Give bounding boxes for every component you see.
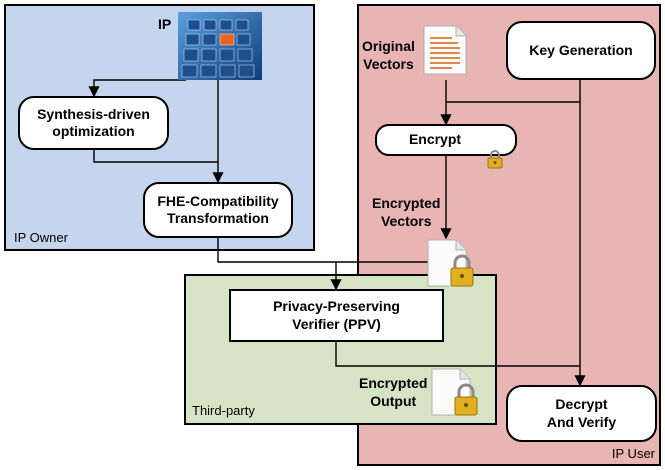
encrypted-output-label: Encrypted Output [359, 375, 428, 409]
encrypt-label: Encrypt [408, 131, 462, 148]
synthesis-driven-optimization-node: Synthesis-driven optimization [18, 96, 169, 150]
original-vectors-label: Original Vectors [362, 38, 415, 72]
encrypt-node: Encrypt [375, 124, 517, 168]
fhe-compatibility-transformation-node: FHE-Compatibility Transformation [143, 182, 293, 238]
ip-label: IP [158, 16, 172, 32]
encrypted-document-icon [426, 238, 478, 290]
chip-icon [178, 12, 262, 80]
lock-icon [487, 131, 503, 173]
ip-user-label: IP User [611, 446, 655, 461]
document-icon [422, 24, 468, 76]
encrypted-output-icon [430, 367, 482, 419]
ip-owner-label: IP Owner [14, 230, 68, 245]
key-generation-node: Key Generation [506, 21, 656, 80]
privacy-preserving-verifier-node: Privacy-Preserving Verifier (PPV) [229, 289, 444, 342]
decrypt-and-verify-node: Decrypt And Verify [506, 385, 657, 442]
encrypted-vectors-label: Encrypted Vectors [372, 195, 441, 229]
third-party-label: Third-party [192, 403, 255, 418]
